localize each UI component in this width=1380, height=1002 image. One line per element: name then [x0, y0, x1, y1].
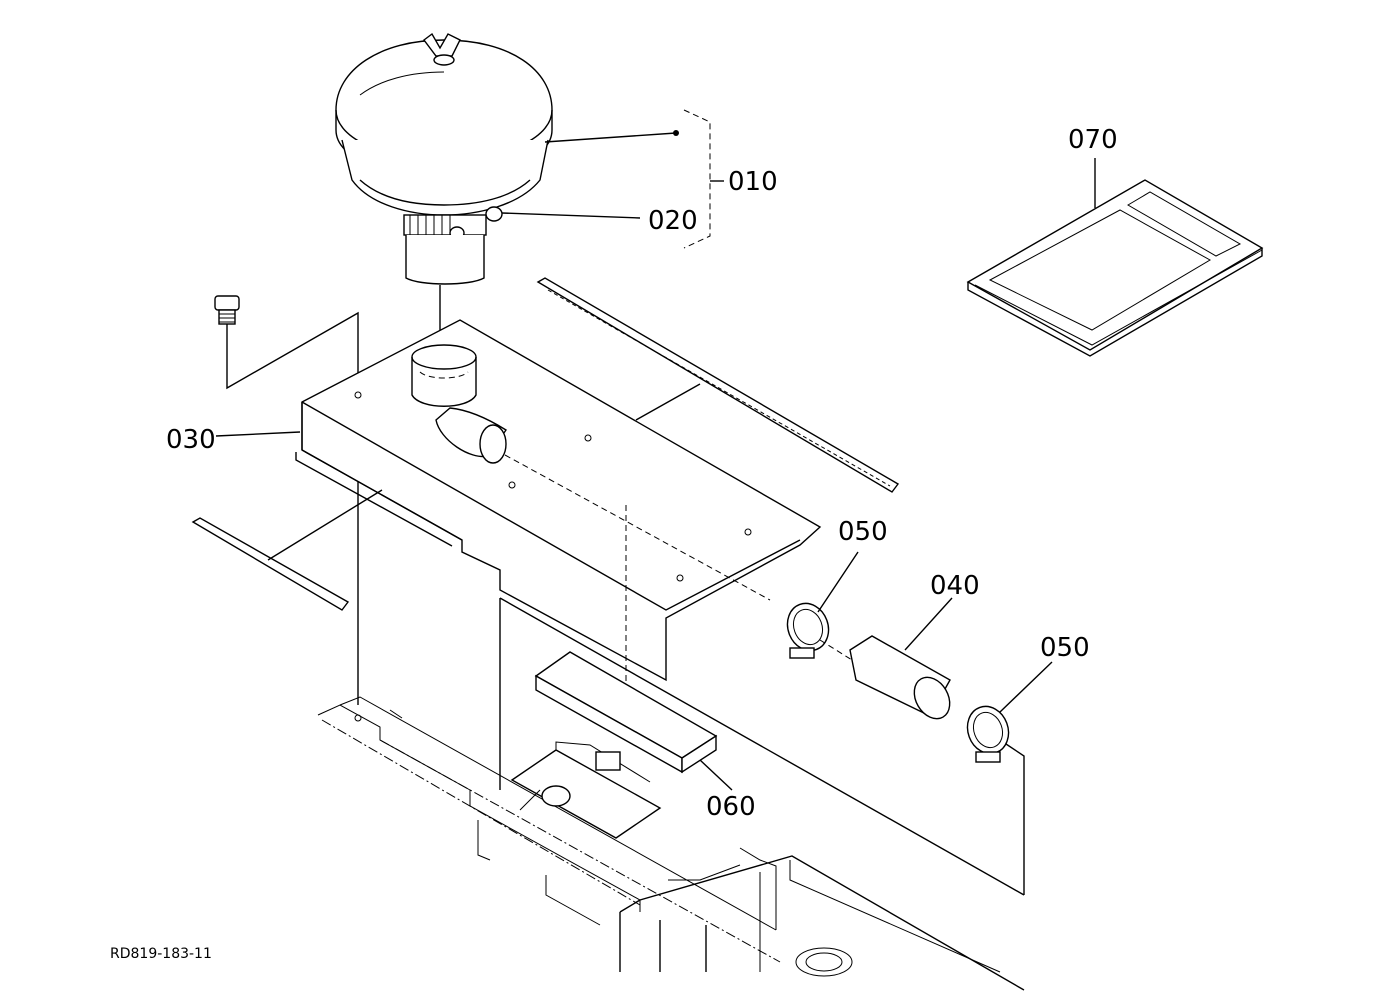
callout-070: 070: [1068, 125, 1118, 155]
cover-plate: [295, 319, 822, 700]
base-frame: [317, 597, 1025, 991]
callout-020: 020: [648, 206, 698, 236]
hose-clamp-lower: [966, 661, 1053, 895]
callout-060: 060: [706, 792, 756, 822]
callout-030: 030: [166, 425, 216, 455]
seal-strip-lower: [191, 489, 383, 611]
seal-strip-upper: [536, 277, 900, 493]
callout-010: 010: [728, 167, 778, 197]
drawing-code: RD819-183-11: [110, 946, 212, 962]
callout-050-lower: 050: [1040, 633, 1090, 663]
callout-030-leader: [215, 431, 301, 437]
hose: [819, 597, 953, 720]
manual-booklet: [966, 158, 1264, 357]
callout-050-upper: 050: [838, 517, 888, 547]
foam-pad: [534, 651, 733, 791]
air-cleaner-assembly: [335, 32, 553, 340]
bolt: [214, 295, 359, 705]
callout-010-bracket: [501, 109, 724, 249]
callout-040: 040: [930, 571, 980, 601]
hose-clamp-upper: [786, 551, 859, 659]
